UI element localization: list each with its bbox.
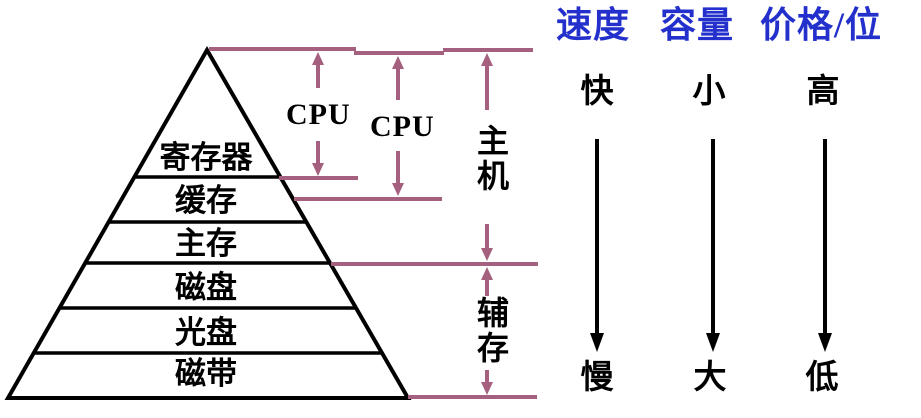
up-arrowhead [481, 267, 493, 280]
aux-bracket-label: 辅存 [473, 296, 509, 366]
level-label-tape: 磁带 [175, 356, 237, 391]
down-arrowhead [312, 163, 324, 176]
speed-bottom-value: 慢 [580, 360, 614, 396]
attribute-arrows [590, 139, 832, 352]
down-arrowhead [590, 333, 604, 352]
column-header-price: 价格/位 [760, 5, 883, 45]
down-arrowhead [818, 333, 832, 352]
host-bracket [331, 53, 538, 266]
cpu-label-2: CPU [370, 110, 435, 143]
speed-top-value: 快 [580, 74, 614, 110]
price-bottom-value: 低 [805, 360, 839, 396]
cpu-cache-bracket [294, 56, 442, 201]
pyramid-outline [4, 45, 412, 400]
down-arrowhead [481, 382, 493, 395]
connector-brackets [209, 47, 538, 399]
capacity-arrow [706, 139, 720, 352]
up-arrowhead [312, 52, 324, 65]
down-arrowhead [392, 183, 404, 196]
aux-bracket [408, 267, 537, 399]
capacity-bottom-value: 大 [693, 360, 727, 396]
level-label-cache: 缓存 [175, 183, 237, 218]
price-arrow [818, 139, 832, 352]
down-arrowhead [481, 248, 493, 261]
level-label-registers: 寄存器 [159, 140, 253, 175]
cpu-register-bracket [279, 52, 358, 180]
speed-arrow [590, 139, 604, 352]
up-arrowhead [392, 56, 404, 69]
level-label-optical: 光盘 [175, 315, 237, 350]
column-header-capacity: 容量 [660, 5, 735, 45]
up-arrowhead [481, 53, 493, 66]
host-bracket-label: 主机 [473, 124, 509, 194]
cpu-label-1: CPU [286, 98, 351, 131]
capacity-top-value: 小 [692, 74, 726, 110]
level-label-disk: 磁盘 [175, 270, 237, 305]
column-header-speed: 速度 [556, 5, 631, 45]
pyramid [4, 45, 412, 400]
down-arrowhead [706, 333, 720, 352]
price-top-value: 高 [806, 74, 840, 110]
level-label-main-memory: 主存 [175, 226, 237, 261]
